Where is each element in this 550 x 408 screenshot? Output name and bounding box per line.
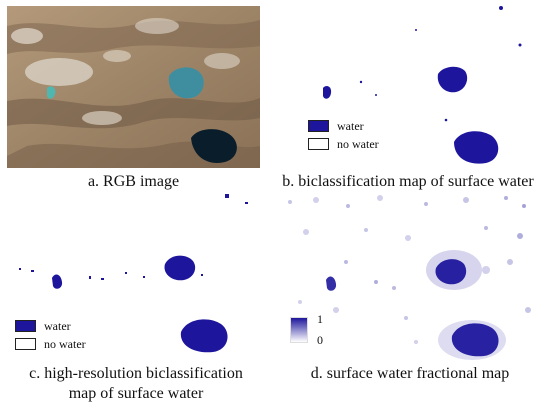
pale-flat — [204, 53, 240, 69]
water-body — [326, 276, 337, 291]
legend-no-water-label: no water — [337, 136, 379, 151]
water-pixel — [518, 43, 522, 47]
fractional-speckle — [522, 204, 526, 208]
legend-c: water no water — [15, 317, 86, 353]
water-pixel — [201, 274, 203, 276]
fractional-speckle — [484, 226, 488, 230]
fraction-scale-min: 0 — [317, 333, 323, 347]
small-lake — [47, 86, 56, 99]
legend-b: water no water — [308, 117, 379, 153]
fractional-speckle — [313, 197, 319, 203]
fractional-speckle — [364, 228, 368, 232]
turquoise-lake — [168, 67, 204, 99]
water-swatch — [15, 320, 36, 332]
terrain-ridge — [7, 98, 260, 129]
fractional-speckle — [377, 195, 383, 201]
pale-flat — [25, 58, 93, 86]
fractional-map — [276, 192, 544, 360]
pale-flat — [11, 28, 43, 44]
water-body — [323, 85, 332, 99]
water-body — [437, 66, 468, 93]
water-body — [52, 274, 63, 289]
fractional-speckle — [507, 259, 513, 265]
fraction-scale-bar — [290, 317, 308, 343]
water-pixel — [19, 268, 21, 270]
caption-fractional-map: d. surface water fractional map — [310, 365, 510, 382]
legend-no-water-row: no water — [15, 335, 86, 353]
fractional-speckle — [303, 229, 309, 235]
fractional-speckle — [374, 280, 378, 284]
legend-water-row: water — [308, 117, 379, 135]
fractional-speckle — [288, 200, 292, 204]
water-pixel — [499, 6, 503, 10]
fractional-speckle — [424, 202, 428, 206]
water-swatch — [308, 120, 329, 132]
water-pixel — [143, 276, 145, 278]
rgb-image — [7, 6, 260, 168]
fractional-speckle — [525, 307, 531, 313]
fractional-speckle — [517, 233, 523, 239]
water-body — [451, 323, 499, 357]
water-pixel — [245, 202, 248, 204]
fractional-speckle — [414, 340, 418, 344]
water-pixel — [375, 94, 377, 96]
fractional-speckle — [405, 235, 411, 241]
legend-no-water-label: no water — [44, 336, 86, 351]
water-pixel — [225, 194, 229, 198]
no-water-swatch — [15, 338, 36, 350]
water-pixel — [415, 29, 417, 31]
fractional-speckle — [344, 260, 348, 264]
water-pixel — [101, 278, 104, 280]
fraction-scale-max: 1 — [317, 312, 323, 326]
fractional-speckle — [346, 204, 350, 208]
legend-no-water-row: no water — [308, 135, 379, 153]
legend-water-label: water — [44, 318, 71, 333]
dark-lake — [191, 129, 237, 163]
water-pixel — [444, 118, 448, 122]
fractional-speckle — [392, 286, 396, 290]
fractional-speckle — [482, 266, 490, 274]
fractional-speckle — [463, 197, 469, 203]
fractional-speckle — [504, 196, 508, 200]
caption-rgb-image: a. RGB image — [87, 173, 180, 190]
high-resolution-biclassification-map — [5, 192, 267, 360]
terrain-ridge — [7, 20, 260, 54]
caption-biclassification-map: b. biclassification map of surface water — [282, 173, 534, 190]
pale-flat — [103, 50, 131, 62]
fractional-speckle — [404, 316, 408, 320]
fractional-speckle — [298, 300, 302, 304]
water-body — [435, 259, 467, 285]
water-pixel — [89, 276, 91, 279]
water-body — [454, 131, 499, 164]
water-body — [164, 255, 196, 281]
water-pixel — [359, 80, 363, 84]
pale-flat — [135, 18, 179, 34]
no-water-swatch — [308, 138, 329, 150]
water-pixel — [125, 272, 127, 274]
caption-high-resolution-line1: c. high-resolution biclassification — [29, 365, 243, 382]
water-pixel — [31, 270, 34, 272]
caption-high-resolution-line2: map of surface water — [68, 385, 204, 402]
legend-water-label: water — [337, 118, 364, 133]
water-body — [180, 319, 228, 353]
legend-water-row: water — [15, 317, 86, 335]
fractional-speckle — [333, 307, 339, 313]
pale-flat — [82, 111, 122, 125]
